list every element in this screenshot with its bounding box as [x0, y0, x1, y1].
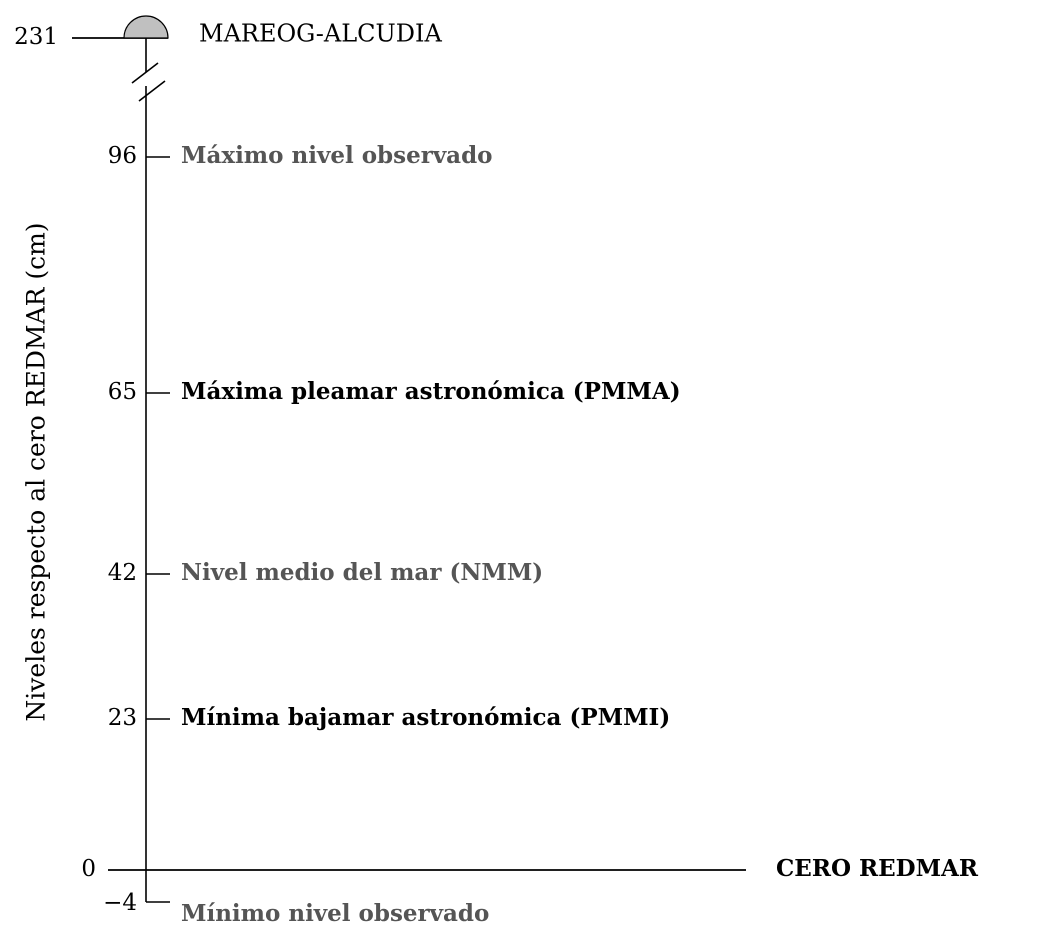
axis-break-mark [138, 80, 166, 102]
level-65: 65 Máxima pleamar astronómica (PMMA) [108, 378, 681, 405]
level-96: 96 Máximo nivel observado [108, 142, 493, 169]
station-marker [123, 15, 169, 39]
level-zero: 0 CERO REDMAR [81, 855, 979, 882]
level-value: 96 [108, 143, 137, 169]
axis-title: Niveles respecto al cero REDMAR (cm) [22, 222, 51, 721]
level-value: 65 [108, 379, 137, 405]
level-label: Máxima pleamar astronómica (PMMA) [181, 378, 681, 405]
zero-label: CERO REDMAR [776, 855, 979, 882]
level-minus-4: −4 Mínimo nivel observado [103, 890, 489, 927]
station-name: MAREOG-ALCUDIA [199, 20, 442, 48]
level-value: 42 [108, 560, 137, 586]
zero-value: 0 [81, 856, 96, 882]
level-label: Máximo nivel observado [181, 142, 493, 169]
level-23: 23 Mínima bajamar astronómica (PMMI) [108, 704, 670, 731]
station-level: 231 [14, 24, 58, 50]
level-42: 42 Nivel medio del mar (NMM) [108, 559, 543, 586]
level-value: −4 [103, 890, 137, 916]
level-label: Nivel medio del mar (NMM) [181, 559, 543, 586]
level-value: 23 [108, 705, 137, 731]
level-label: Mínima bajamar astronómica (PMMI) [181, 704, 670, 731]
axis-break-mark [131, 62, 159, 84]
level-label: Mínimo nivel observado [181, 900, 489, 927]
